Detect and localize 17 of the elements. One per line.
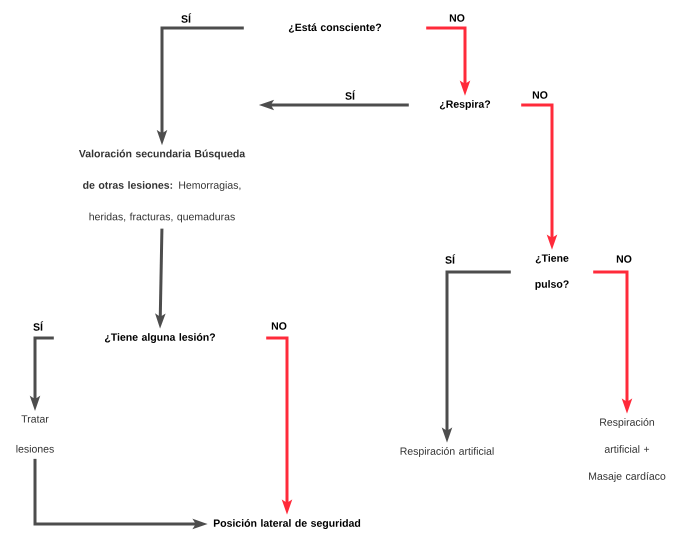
edge-label: NO — [448, 13, 466, 23]
edge-label: NO — [270, 321, 288, 331]
question-text: ¿Respira? — [440, 100, 490, 110]
edge-label: SÍ — [32, 320, 44, 332]
step-text: Valoración secundaria Búsqueda de otras lesiones: Hemorragias, heridas, fracturas, quemaduras — [78, 150, 246, 222]
result-text: Respiración artificial + Masaje cardíaco — [589, 418, 666, 482]
question-text: ¿Está consciente? — [288, 23, 382, 33]
edge-label: SÍ — [444, 253, 456, 265]
question-text: ¿Tiene alguna lesión? — [104, 333, 216, 343]
edge-label: SÍ — [180, 12, 192, 24]
edge-label: NO — [615, 254, 633, 264]
edge-label: SÍ — [344, 89, 356, 101]
edge-label: NO — [531, 90, 549, 100]
result-text: Posición lateral de seguridad — [214, 519, 360, 529]
result-text: Respiración artificial — [400, 447, 494, 457]
question-text: ¿Tiene pulso? — [535, 254, 569, 290]
result-text: Tratar lesiones — [16, 415, 54, 453]
